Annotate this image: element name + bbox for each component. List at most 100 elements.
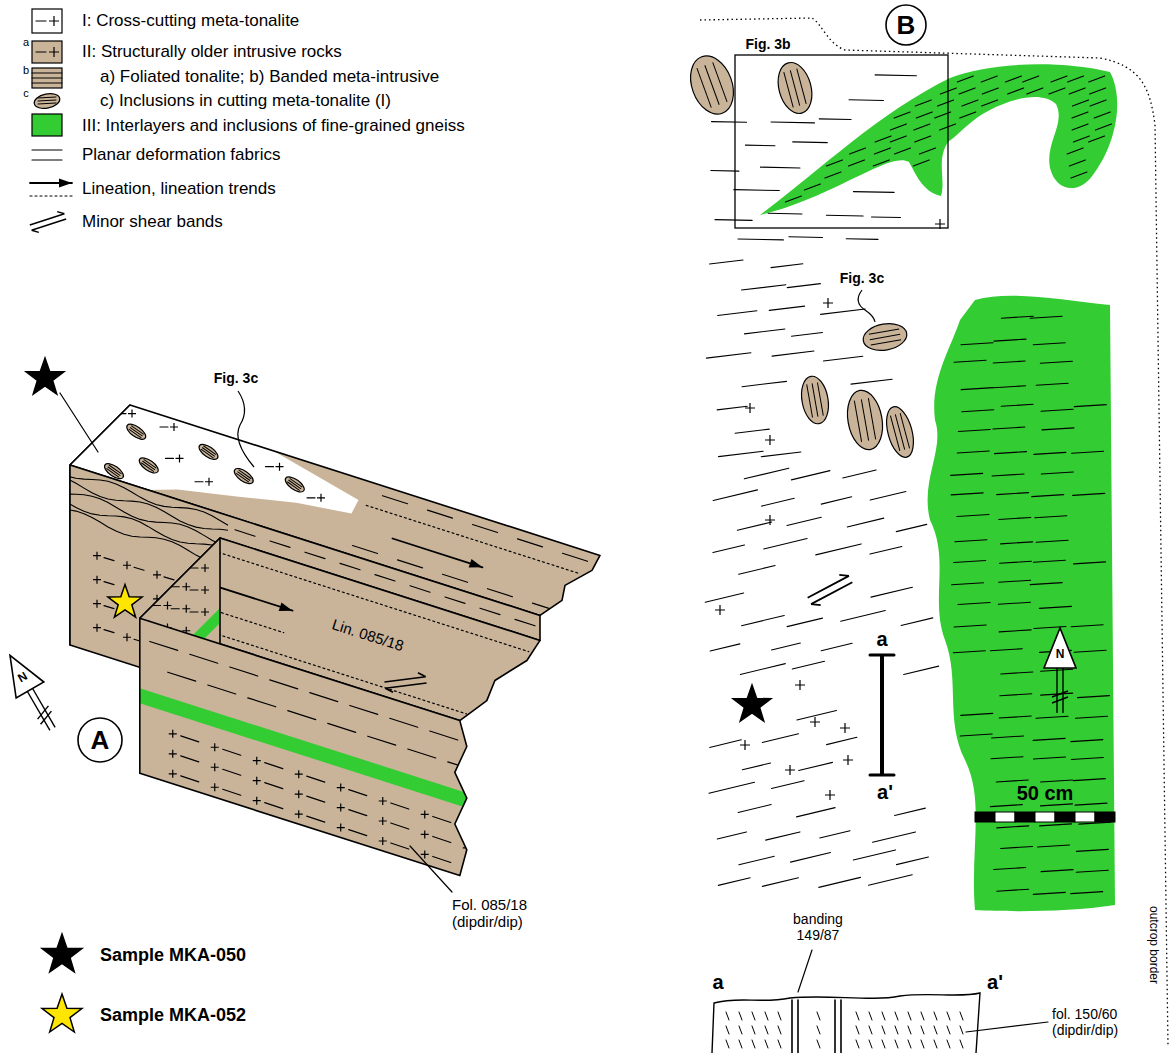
annotation-label: fol. 150/60 (dipdir/dip)	[1052, 1006, 1144, 1038]
fabric-line	[475, 870, 493, 876]
legend-swatch	[32, 9, 62, 33]
plus-mark	[765, 515, 775, 525]
fabric-line	[819, 118, 851, 120]
fabric-line	[778, 1040, 781, 1048]
fabric-line	[957, 514, 989, 516]
fabric-line	[32, 149, 62, 150]
fabric-line	[1033, 738, 1065, 740]
fabric-line	[739, 1026, 742, 1034]
fabric-line	[991, 757, 1023, 759]
fabric-line	[713, 490, 757, 501]
fabric-line	[908, 1040, 911, 1048]
fabric-line	[57, 513, 66, 514]
fabric-line	[181, 736, 199, 742]
fabric-line	[896, 857, 928, 865]
fabric-line	[999, 716, 1031, 718]
fabric-line	[895, 808, 926, 815]
scale-bar	[1035, 812, 1055, 822]
fabric-line	[265, 783, 283, 789]
fabric-line	[448, 762, 476, 771]
north-arrow-shaft	[1056, 668, 1057, 713]
fabric-line	[349, 810, 367, 816]
fabric-line	[874, 148, 890, 154]
fabric-line	[997, 826, 1029, 828]
fabric-line	[804, 184, 820, 190]
inclusion-body	[861, 320, 909, 353]
fabric-line	[853, 850, 895, 860]
plus-mark	[337, 784, 345, 792]
fabric-line	[816, 544, 861, 555]
fabric-line	[428, 510, 453, 518]
legend-text: c) Inclusions in cutting meta-tonalite (…	[100, 91, 391, 110]
inclusion-banding	[817, 383, 823, 416]
fabric-line	[307, 776, 325, 782]
plus-mark	[840, 723, 850, 733]
plus-mark	[201, 564, 209, 572]
arrow-head	[469, 559, 483, 568]
label-text: a	[712, 971, 723, 993]
plus-mark	[295, 790, 303, 798]
fabric-line	[766, 832, 800, 840]
plus-mark	[825, 790, 835, 800]
fabric-line	[957, 451, 989, 453]
fabric-line	[958, 602, 990, 604]
panel-letter: B	[897, 10, 916, 41]
fabric-line	[305, 552, 325, 558]
fabric-line	[433, 816, 451, 822]
shear-band	[29, 210, 68, 235]
fabric-line	[792, 661, 824, 669]
fabric-line	[717, 832, 746, 839]
plus-mark	[211, 783, 219, 791]
north-arrow-shaft	[27, 692, 50, 731]
fabric-line	[882, 1012, 885, 1020]
annotation-label: a	[876, 628, 887, 651]
fabric-line	[1032, 495, 1064, 497]
fabric-line	[768, 213, 802, 215]
label-text: Fol. 085/18 (dipdir/dip)	[452, 896, 527, 930]
fabric-line	[104, 558, 114, 561]
fabric-line	[921, 1012, 924, 1020]
fabric-line	[391, 803, 409, 809]
label-text: a	[23, 36, 29, 48]
fabric-line	[57, 553, 66, 554]
fabric-line	[1008, 88, 1024, 94]
fabric-line	[951, 493, 983, 495]
fabric-line	[1034, 627, 1066, 629]
fabric-line	[875, 136, 891, 142]
plus-mark	[93, 552, 101, 560]
inclusion-banding	[868, 398, 875, 439]
fabric-line	[958, 429, 990, 431]
fabric-line	[160, 426, 168, 427]
fabric-line	[737, 522, 771, 530]
plus-mark	[463, 824, 471, 832]
fabric-line	[1034, 452, 1066, 454]
fabric-line	[1023, 76, 1039, 82]
leader-line	[238, 391, 254, 467]
fabric-line	[57, 633, 66, 634]
fabric-line	[799, 762, 833, 770]
fabric-line	[1076, 849, 1108, 851]
fabric-line	[1075, 803, 1107, 805]
plus-mark	[93, 576, 101, 584]
fabric-line	[742, 763, 770, 770]
fabric-line	[307, 816, 325, 822]
plus-mark	[169, 730, 177, 738]
annotation-label: Fol. 085/18 (dipdir/dip)	[452, 896, 548, 931]
fabric-line	[895, 1040, 898, 1048]
legend-entry: II: Structurally older intrusive rocks	[82, 42, 342, 62]
fabric-line	[706, 353, 751, 358]
label-text: b	[23, 64, 29, 76]
fabric-line	[762, 734, 798, 743]
fabric-line	[1030, 583, 1062, 585]
plus-mark	[153, 571, 161, 579]
fabric-line	[789, 236, 823, 238]
scale-bar	[975, 812, 995, 822]
north-arrow-shaft	[33, 689, 56, 728]
fabric-line	[1033, 343, 1065, 345]
fabric-line	[1073, 136, 1089, 142]
fabric-line	[430, 731, 458, 740]
fabric-line	[518, 539, 543, 547]
inclusion-body	[773, 59, 817, 118]
fabric-line	[952, 583, 984, 585]
fabric-line	[745, 145, 774, 147]
